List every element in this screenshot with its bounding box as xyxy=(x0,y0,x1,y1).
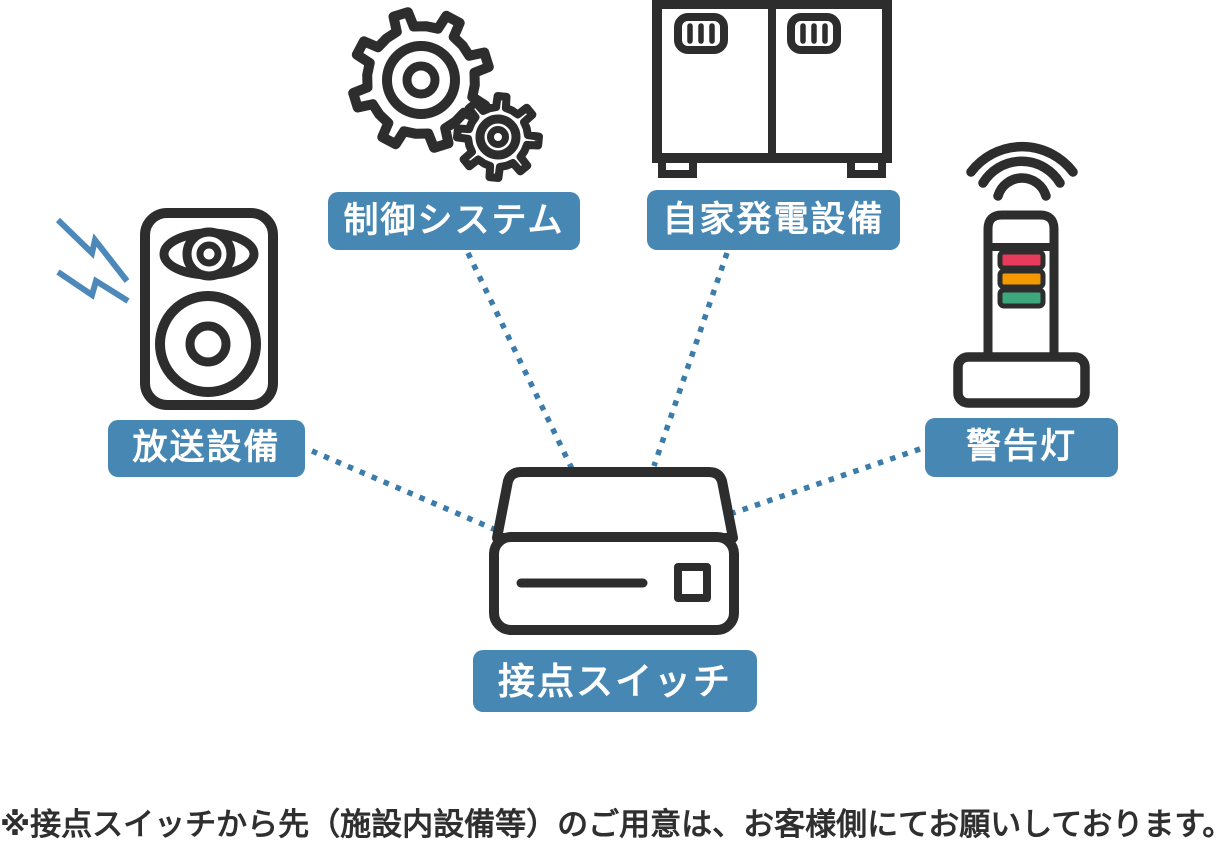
light-red xyxy=(997,249,1046,271)
connectors xyxy=(310,251,921,533)
node-label-broadcast: 放送設備 xyxy=(108,420,305,477)
connector-generator-switch xyxy=(651,252,730,467)
node-label-control-system: 制御システム xyxy=(328,192,580,250)
node-label-generator: 自家発電設備 xyxy=(647,190,900,250)
generator-icon xyxy=(652,0,892,178)
light-orange xyxy=(997,268,1046,290)
contact-switch-icon xyxy=(489,467,739,635)
connector-broadcast-switch xyxy=(310,448,498,533)
vent-slots-right xyxy=(800,23,828,44)
speaker-icon xyxy=(55,208,278,410)
signal-waves-icon xyxy=(966,141,1078,201)
gears-icon xyxy=(348,7,543,182)
light-green xyxy=(997,287,1046,309)
node-label-contact-switch: 接点スイッチ xyxy=(473,650,757,712)
sound-bolts-icon xyxy=(55,217,130,304)
connector-warning-switch xyxy=(732,446,921,516)
footnote: ※接点スイッチから先（施設内設備等）のご用意は、お客様側にてお願いしております。 xyxy=(0,807,1226,843)
warning-light-icon xyxy=(953,141,1090,408)
vent-slots-left xyxy=(687,23,715,44)
connector-control-switch xyxy=(465,251,576,473)
node-label-warning-light: 警告灯 xyxy=(925,418,1118,477)
